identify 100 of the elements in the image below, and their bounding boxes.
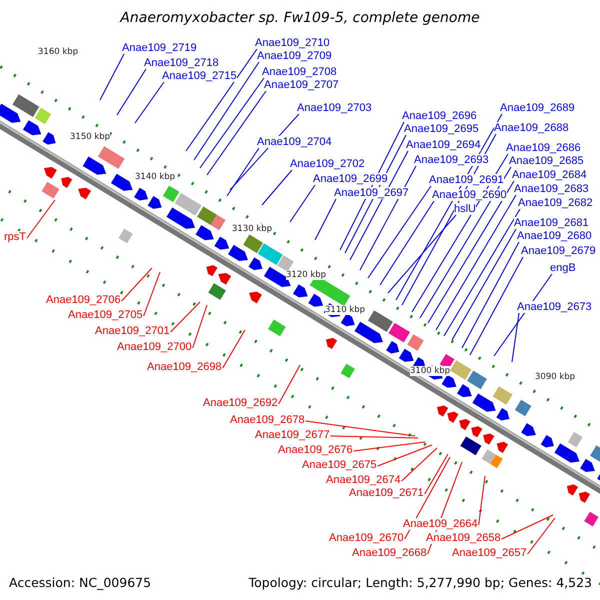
gene-label: Anae109_2658: [426, 532, 501, 544]
gene-label: Anae109_2668: [352, 547, 427, 559]
leader-line: [350, 150, 408, 260]
gene-label: Anae109_2676: [278, 444, 353, 456]
gene-label: Anae109_2673: [517, 301, 592, 313]
gene-label: Anae109_2693: [414, 154, 489, 166]
leader-line: [353, 442, 426, 452]
scale-label: 3140 kbp: [135, 172, 176, 182]
gene-label: Anae109_2678: [230, 414, 305, 426]
gene-label: Anae109_2710: [255, 37, 330, 49]
gene-label: Anae109_2701: [95, 325, 170, 337]
leader-line: [388, 214, 456, 294]
gene-label: Anae109_2697: [334, 187, 409, 199]
leader-line: [470, 256, 524, 356]
leader-line: [116, 68, 146, 116]
leader-line: [186, 48, 258, 152]
gene-label: Anae109_2708: [262, 66, 337, 78]
leader-line: [527, 518, 556, 554]
leader-line: [143, 272, 160, 316]
gene-label: Anae109_2705: [68, 309, 143, 321]
gene-label: Anae109_2695: [404, 123, 479, 135]
leader-line: [314, 198, 336, 240]
gene-label: Anae109_2702: [290, 158, 365, 170]
gene-label: Anae109_2704: [257, 136, 332, 148]
leader-line: [368, 186, 432, 278]
leader-line: [222, 330, 246, 368]
scale-label: 3150 kbp: [70, 132, 110, 142]
gene-label: Anae109_2709: [257, 50, 332, 62]
gene-label: Anae109_2706: [46, 294, 121, 306]
leader-line: [428, 180, 514, 324]
leader-line: [200, 78, 264, 168]
gene-label: Anae109_2718: [144, 57, 219, 69]
leader-line: [462, 242, 520, 348]
gene-label: Anae109_2699: [313, 173, 388, 185]
gene-label: Anae109_2686: [506, 142, 581, 154]
gene-label: Anae109_2684: [512, 169, 587, 181]
scale-label: 3110 kbp: [325, 305, 366, 315]
leader-line: [444, 208, 520, 336]
leader-line: [512, 312, 520, 362]
leader-line: [424, 454, 448, 494]
leader-line: [377, 444, 432, 466]
gene-label: hslU: [454, 203, 476, 215]
gene-label: Anae109_2677: [255, 429, 330, 441]
gene-label: rpsT: [4, 231, 26, 243]
gene-label: Anae109_2685: [509, 155, 584, 167]
gene-label: Anae109_2715: [162, 70, 237, 82]
gene-label: Anae109_2692: [203, 397, 278, 409]
gene-label: Anae109_2681: [514, 217, 589, 229]
gene-label: engB: [550, 262, 576, 274]
gene-label: Anae109_2657: [452, 547, 527, 559]
leader-line: [452, 228, 516, 340]
leader-line: [305, 420, 416, 436]
leader-line: [262, 170, 292, 206]
gene-label: Anae109_2688: [494, 122, 569, 134]
gene-label: Anae109_2674: [326, 474, 401, 486]
leader-line: [501, 514, 554, 540]
scale-label: 3090 kbp: [535, 372, 576, 382]
scale-label: 3160 kbp: [38, 47, 78, 57]
gene-label: Anae109_2689: [500, 102, 575, 114]
leader-line: [100, 54, 124, 100]
leader-line: [420, 166, 512, 318]
gene-label: Anae109_2694: [406, 139, 481, 151]
leader-line: [226, 148, 260, 196]
leader-line: [194, 62, 260, 160]
leader-line: [26, 200, 56, 238]
gene-label: Anae109_2690: [432, 189, 507, 201]
gene-label: Anae109_2696: [402, 110, 477, 122]
gene-label: Anae109_2664: [403, 518, 478, 530]
leader-line: [121, 268, 152, 302]
gene-label: Anae109_2670: [329, 532, 404, 544]
leader-line: [290, 184, 316, 222]
leader-line: [134, 82, 164, 124]
leader-line: [330, 436, 418, 438]
gene-label: Anae109_2707: [264, 79, 339, 91]
leader-line: [192, 304, 208, 348]
gene-label: Anae109_2698: [147, 361, 222, 373]
leader-line: [170, 302, 200, 332]
genome-summary-text: Topology: circular; Length: 5,277,990 bp; Genes: 4,523: [248, 575, 592, 590]
gene-label: Anae109_2719: [122, 42, 197, 54]
gene-label: Anae109_2682: [518, 197, 593, 209]
gene-label: Anae109_2679: [521, 245, 596, 257]
leader-line: [360, 166, 416, 270]
leader-line: [404, 456, 450, 540]
leader-line: [278, 364, 300, 404]
leader-line: [494, 274, 552, 356]
gene-label: Anae109_2683: [514, 183, 589, 195]
scale-label: 3120 kbp: [286, 270, 326, 280]
leader-line: [401, 448, 438, 482]
gene-label: Anae109_2691: [429, 174, 504, 186]
map-title: Anaeromyxobacter sp. Fw109-5, complete genome: [118, 10, 481, 26]
scale-label: 3100 kbp: [410, 366, 450, 376]
gene-label: Anae109_2671: [349, 487, 424, 499]
accession-text: Accession: NC_009675: [9, 575, 152, 590]
gene-label: Anae109_2700: [117, 341, 192, 353]
scale-label: 3130 kbp: [232, 224, 272, 234]
gene-label: Anae109_2703: [297, 102, 372, 114]
leader-line: [380, 200, 434, 286]
leader-line: [478, 476, 486, 526]
leader-line: [436, 194, 516, 330]
gene-label: Anae109_2680: [517, 230, 592, 242]
